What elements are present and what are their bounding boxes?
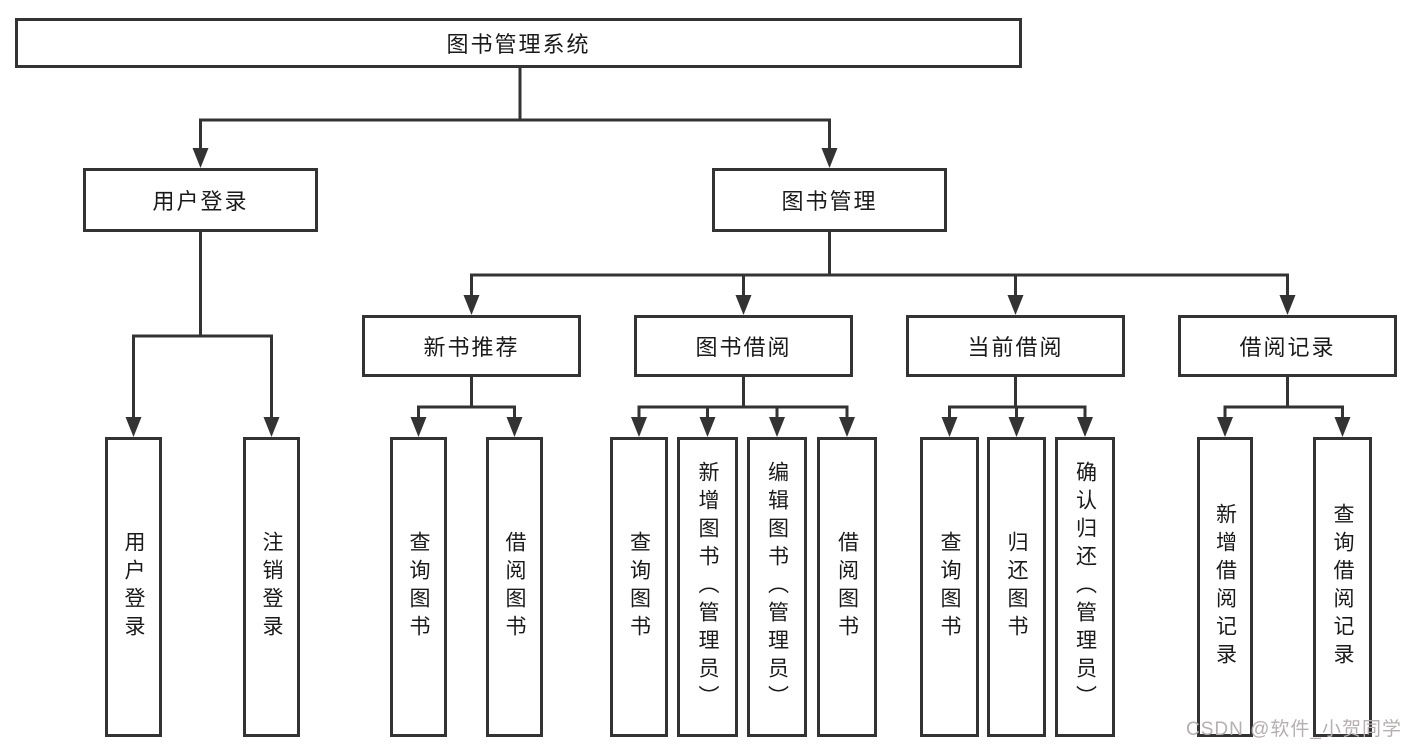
node-root: 图书管理系统 xyxy=(15,18,1022,68)
node-leaf-add-borrow-record: 新增借阅记录 xyxy=(1197,437,1253,737)
leaf-label: 查询图书 xyxy=(938,531,961,643)
node-leaf-borrow-book-1: 借阅图书 xyxy=(486,437,543,737)
node-leaf-confirm-return: 确认归还（管理员） xyxy=(1055,437,1115,737)
node-leaf-query-book-1: 查询图书 xyxy=(390,437,447,737)
node-new-book-recommend: 新书推荐 xyxy=(362,315,581,377)
node-leaf-logout: 注销登录 xyxy=(243,437,300,737)
leaf-label: 借阅图书 xyxy=(503,531,526,643)
leaf-label: 注销登录 xyxy=(260,531,283,643)
leaf-label: 新增图书（管理员） xyxy=(696,461,719,713)
node-book-management: 图书管理 xyxy=(712,168,947,232)
node-leaf-query-book-2: 查询图书 xyxy=(610,437,668,737)
node-leaf-edit-book-admin: 编辑图书（管理员） xyxy=(747,437,807,737)
node-leaf-query-borrow-record: 查询借阅记录 xyxy=(1313,437,1372,737)
node-new-book-recommend-label: 新书推荐 xyxy=(423,335,520,360)
node-current-borrow: 当前借阅 xyxy=(906,315,1125,377)
node-borrow-records-label: 借阅记录 xyxy=(1239,335,1336,360)
leaf-label: 查询图书 xyxy=(407,531,430,643)
node-leaf-borrow-book-2: 借阅图书 xyxy=(817,437,877,737)
node-user-login: 用户登录 xyxy=(83,168,318,232)
leaf-label: 归还图书 xyxy=(1005,531,1028,643)
node-borrow-records: 借阅记录 xyxy=(1178,315,1397,377)
node-book-borrow: 图书借阅 xyxy=(634,315,853,377)
node-leaf-return-book: 归还图书 xyxy=(987,437,1046,737)
node-user-login-label: 用户登录 xyxy=(152,189,249,214)
leaf-label: 确认归还（管理员） xyxy=(1073,461,1097,713)
node-leaf-add-book-admin: 新增图书（管理员） xyxy=(677,437,738,737)
node-leaf-user-login: 用户登录 xyxy=(105,437,162,737)
node-root-label: 图书管理系统 xyxy=(446,32,591,57)
connector-arrowheads xyxy=(125,148,1351,437)
csdn-watermark: CSDN @软件_小贺同学 xyxy=(1186,719,1402,740)
leaf-label: 查询图书 xyxy=(627,531,651,643)
leaf-label: 用户登录 xyxy=(122,531,145,643)
leaf-label: 查询借阅记录 xyxy=(1331,503,1354,671)
leaf-label: 新增借阅记录 xyxy=(1213,503,1237,671)
node-book-management-label: 图书管理 xyxy=(781,189,878,214)
node-current-borrow-label: 当前借阅 xyxy=(967,335,1064,360)
node-book-borrow-label: 图书借阅 xyxy=(695,335,792,360)
leaf-label: 借阅图书 xyxy=(835,531,859,643)
leaf-label: 编辑图书（管理员） xyxy=(765,461,789,713)
node-leaf-query-book-3: 查询图书 xyxy=(920,437,979,737)
